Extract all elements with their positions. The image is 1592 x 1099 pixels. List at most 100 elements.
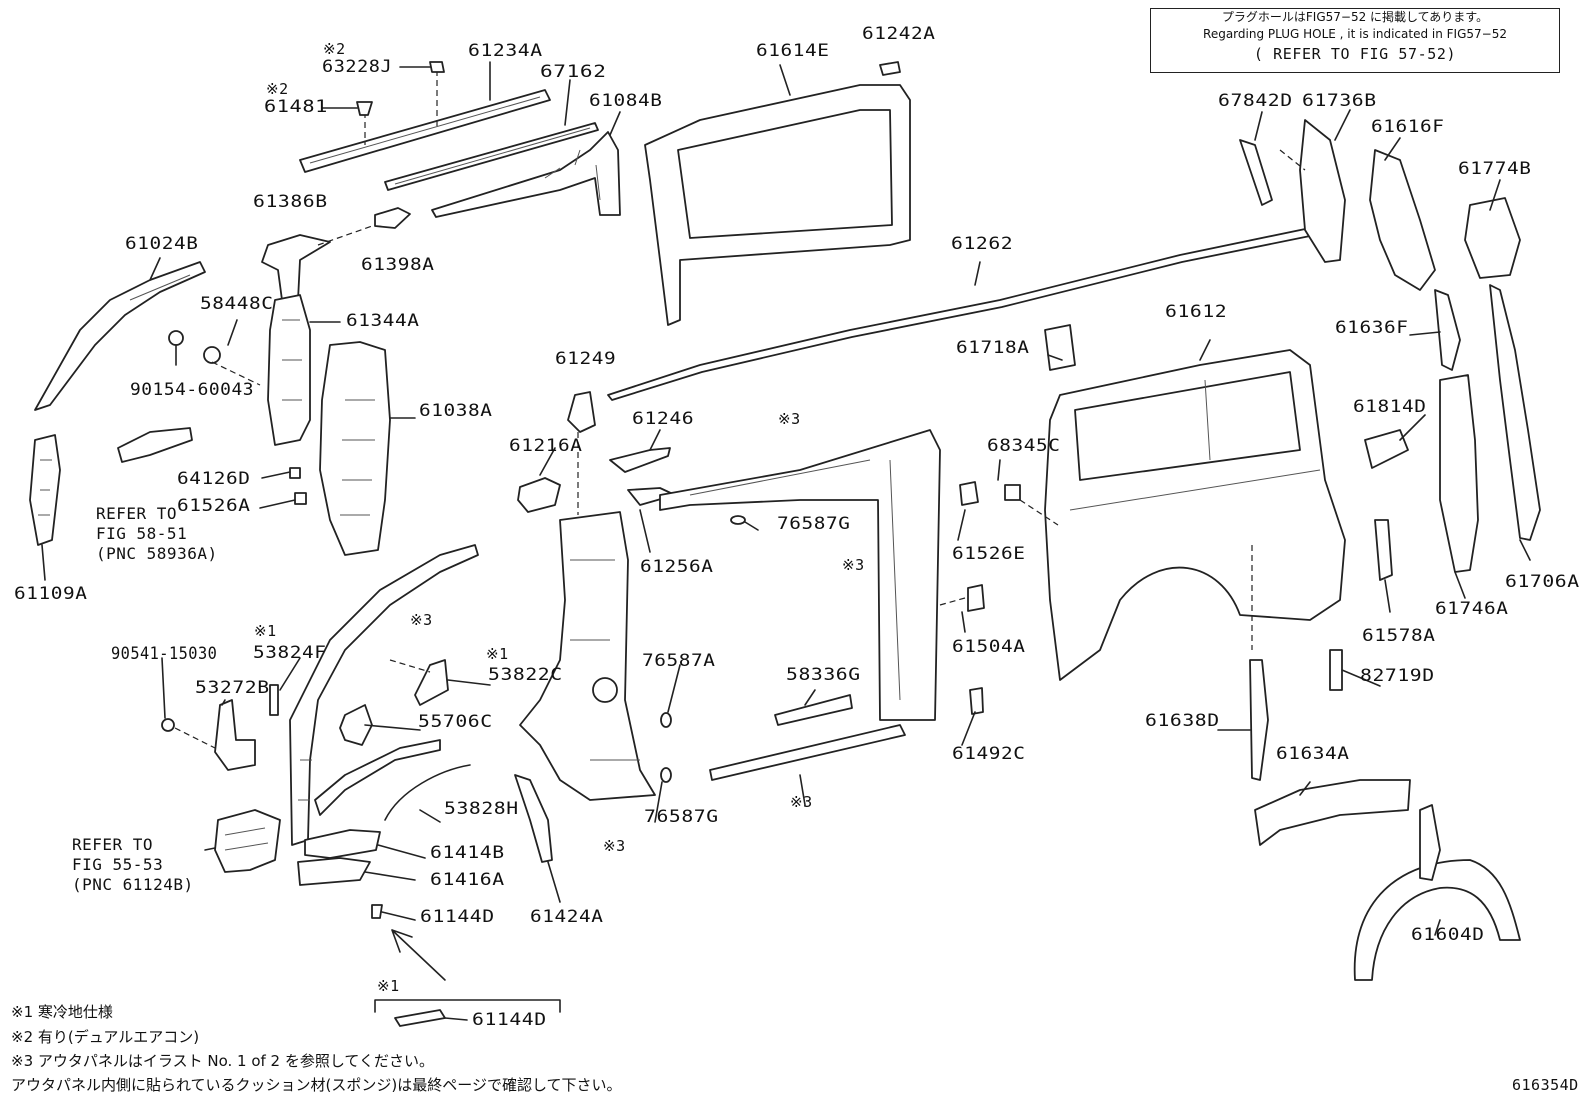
bolt-90154-60043	[169, 331, 183, 365]
part-callout[interactable]: 61144D	[472, 1010, 547, 1030]
part-61144d-clip	[372, 905, 560, 1026]
refer-note-61124b[interactable]: REFER TO FIG 55-53 (PNC 61124B)	[72, 835, 194, 895]
part-callout[interactable]: 76587A	[642, 651, 716, 671]
part-61234a-rail	[300, 70, 550, 172]
clip-61481	[322, 102, 372, 115]
part-callout[interactable]: 53272B	[195, 678, 270, 698]
refer-note-58936a[interactable]: REFER TO FIG 58-51 (PNC 58936A)	[96, 504, 218, 564]
note-jp: プラグホールはFIG57−52 に掲載してあります。	[1221, 10, 1489, 24]
part-callout[interactable]: 61718A	[956, 338, 1030, 358]
spec-mark: ※3	[603, 837, 626, 855]
part-61109a	[30, 435, 60, 545]
part-callout[interactable]: 61526E	[952, 544, 1026, 564]
part-61424a	[515, 775, 552, 862]
part-callout[interactable]: 61612	[1165, 302, 1228, 322]
part-callout[interactable]: 90154-60043	[130, 380, 254, 400]
part-callout[interactable]: 61774B	[1458, 159, 1532, 179]
part-callout[interactable]: 61638D	[1145, 711, 1220, 731]
part-callout[interactable]: 61386B	[253, 192, 328, 212]
part-callout[interactable]: 90541-15030	[111, 644, 218, 664]
note-ref[interactable]: ( REFER TO FIG 57-52)	[1253, 45, 1457, 63]
part-61706a	[1490, 285, 1540, 540]
part-61604d	[1355, 805, 1520, 980]
part-callout[interactable]: 82719D	[1360, 666, 1435, 686]
part-callout[interactable]: 61746A	[1435, 599, 1509, 619]
part-callout[interactable]: 61578A	[1362, 626, 1436, 646]
part-61736b	[1280, 120, 1345, 262]
part-callout[interactable]: 53828H	[444, 799, 519, 819]
part-callout[interactable]: 61144D	[420, 907, 495, 927]
part-callout[interactable]: 61492C	[952, 744, 1026, 764]
part-callout[interactable]: 61246	[632, 409, 695, 429]
grommet-58448c	[204, 347, 260, 385]
ref-line: FIG 55-53	[72, 855, 164, 874]
part-callout[interactable]: 61634A	[1276, 744, 1350, 764]
ref-line: (PNC 61124B)	[72, 875, 194, 894]
ref-line: FIG 58-51	[96, 524, 188, 543]
part-callout[interactable]: 61234A	[468, 41, 543, 61]
part-61416a	[298, 858, 370, 885]
part-front-pillar-frame	[290, 545, 478, 845]
part-67842d	[1240, 140, 1272, 205]
spec-mark: ※1	[254, 622, 277, 640]
part-callout[interactable]: 61604D	[1411, 925, 1485, 945]
part-53272b	[162, 700, 255, 770]
part-callout[interactable]: 61109A	[14, 584, 88, 604]
footnote-1: ※1 寒冷地仕様	[11, 1003, 113, 1021]
part-callout[interactable]: 61814D	[1353, 397, 1427, 417]
part-61344a	[268, 295, 310, 504]
part-callout[interactable]: 76587G	[777, 514, 851, 534]
part-callout[interactable]: 55706C	[418, 712, 493, 732]
spec-mark: ※2	[266, 80, 289, 98]
plug-hole-note: プラグホールはFIG57−52 に掲載してあります。 Regarding PLU…	[1150, 8, 1560, 73]
leader-lines	[42, 62, 1530, 1020]
spec-mark: ※3	[410, 611, 433, 629]
spec-mark: ※3	[842, 556, 865, 574]
part-callout[interactable]: 61481	[264, 97, 328, 117]
part-callout[interactable]: 61416A	[430, 870, 505, 890]
part-callout[interactable]: 61636F	[1335, 318, 1409, 338]
part-callout[interactable]: 53822C	[488, 665, 563, 685]
part-callout[interactable]: 61256A	[640, 557, 714, 577]
part-callout[interactable]: 61414B	[430, 843, 505, 863]
part-callout[interactable]: 61242A	[862, 24, 936, 44]
part-61636f	[1435, 290, 1460, 370]
part-53822c	[390, 660, 448, 705]
part-callout[interactable]: 61398A	[361, 255, 435, 275]
part-callout[interactable]: 58336G	[786, 665, 861, 685]
part-callout[interactable]: 61084B	[589, 91, 663, 111]
part-callout[interactable]: 58448C	[200, 294, 274, 314]
spec-mark: ※1	[377, 977, 400, 995]
part-callout[interactable]: 63228J	[322, 57, 393, 77]
part-callout[interactable]: 61024B	[125, 234, 199, 254]
footnote-2: ※2 有り(デュアルエアコン)	[11, 1028, 200, 1046]
part-callout[interactable]: 61616F	[1371, 117, 1445, 137]
part-callout[interactable]: 61344A	[346, 311, 420, 331]
spec-mark: ※3	[790, 793, 813, 811]
part-61634a	[1255, 780, 1410, 845]
part-callout[interactable]: 67162	[540, 62, 607, 82]
part-61614e-panel	[645, 62, 910, 325]
part-callout[interactable]: 61249	[555, 349, 617, 369]
part-callout[interactable]: 61424A	[530, 907, 604, 927]
part-61578a	[1375, 520, 1392, 580]
part-callout[interactable]: 61216A	[509, 436, 583, 456]
part-callout[interactable]: 61504A	[952, 637, 1026, 657]
part-callout[interactable]: 68345C	[987, 436, 1061, 456]
part-67162-rail	[385, 123, 598, 190]
figure-number: 616354D	[1512, 1076, 1579, 1094]
part-callout[interactable]: 61736B	[1302, 91, 1377, 111]
spec-mark: ※2	[323, 40, 346, 58]
part-callout[interactable]: 67842D	[1218, 91, 1293, 111]
part-53824f	[270, 685, 278, 715]
part-callout[interactable]: 61526A	[177, 496, 251, 516]
part-callout[interactable]: 64126D	[177, 469, 251, 489]
part-61024b	[35, 262, 205, 410]
part-callout[interactable]: 61706A	[1505, 572, 1580, 592]
part-callout[interactable]: 61614E	[756, 41, 830, 61]
part-callout[interactable]: 53824F	[253, 643, 327, 663]
part-callout[interactable]: 61262	[951, 234, 1014, 254]
part-callout[interactable]: 76587G	[644, 807, 719, 827]
part-callout[interactable]: 61038A	[419, 401, 493, 421]
